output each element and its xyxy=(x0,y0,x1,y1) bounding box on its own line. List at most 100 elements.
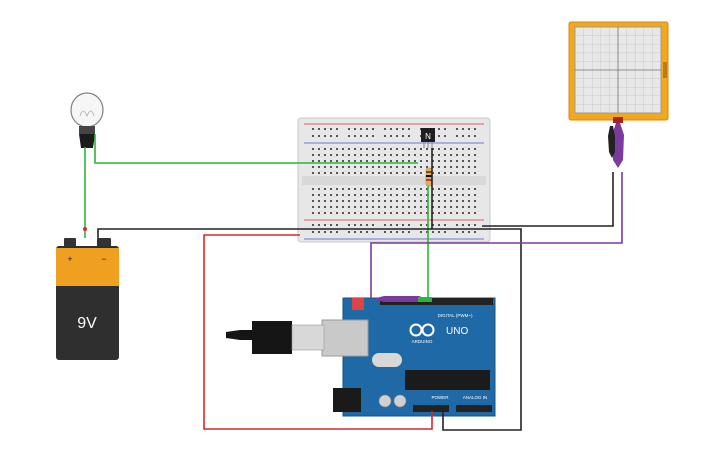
breadboard-hole xyxy=(318,212,320,214)
breadboard-hole xyxy=(336,135,338,137)
breadboard-hole xyxy=(456,172,458,174)
breadboard-hole xyxy=(324,231,326,233)
breadboard-hole xyxy=(312,206,314,208)
breadboard-hole xyxy=(390,160,392,162)
oscilloscope-probe[interactable] xyxy=(608,123,624,168)
breadboard-hole xyxy=(366,135,368,137)
breadboard-hole xyxy=(348,135,350,137)
arduino-uno[interactable]: DIGITAL (PWM~) UNO ARDUINO POWER ANALOG … xyxy=(321,297,496,417)
breadboard-hole xyxy=(420,188,422,190)
breadboard-hole xyxy=(450,200,452,202)
breadboard-hole xyxy=(384,160,386,162)
breadboard-hole xyxy=(330,154,332,156)
breadboard-hole xyxy=(318,148,320,150)
breadboard-hole xyxy=(390,148,392,150)
breadboard-hole xyxy=(336,148,338,150)
battery-minus-sign: − xyxy=(101,254,106,264)
breadboard-hole xyxy=(360,148,362,150)
breadboard-hole xyxy=(360,135,362,137)
usb-cable-plug xyxy=(252,321,292,354)
breadboard[interactable] xyxy=(297,117,491,243)
breadboard-hole xyxy=(408,188,410,190)
oscilloscope[interactable] xyxy=(568,21,669,123)
breadboard-hole xyxy=(366,160,368,162)
breadboard-hole xyxy=(330,135,332,137)
breadboard-hole xyxy=(354,135,356,137)
arduino-analog-label: ANALOG IN xyxy=(463,395,488,400)
breadboard-hole xyxy=(312,128,314,130)
light-bulb[interactable] xyxy=(70,92,104,148)
breadboard-hole xyxy=(408,166,410,168)
breadboard-hole xyxy=(342,160,344,162)
wire-green-bulb-to-breadboard[interactable] xyxy=(94,134,418,164)
breadboard-hole xyxy=(396,194,398,196)
breadboard-hole xyxy=(324,135,326,137)
resistor[interactable] xyxy=(425,167,433,187)
breadboard-hole xyxy=(318,172,320,174)
breadboard-hole xyxy=(438,212,440,214)
wire-red-power[interactable] xyxy=(203,234,433,430)
breadboard-hole xyxy=(372,224,374,226)
breadboard-hole xyxy=(378,148,380,150)
breadboard-hole xyxy=(360,206,362,208)
oscilloscope-side-tab xyxy=(663,62,667,78)
breadboard-hole xyxy=(408,212,410,214)
arduino-probe-clip[interactable] xyxy=(372,296,432,302)
wire-black-scope-ground[interactable] xyxy=(482,172,614,227)
breadboard-hole xyxy=(360,172,362,174)
breadboard-hole xyxy=(450,194,452,196)
breadboard-hole xyxy=(432,160,434,162)
arduino-clip-green xyxy=(418,297,432,302)
wire-black-ground-to-arduino[interactable] xyxy=(442,228,522,431)
breadboard-hole xyxy=(474,128,476,130)
breadboard-hole xyxy=(366,231,368,233)
breadboard-hole xyxy=(450,148,452,150)
breadboard-hole xyxy=(342,148,344,150)
arduino-crystal xyxy=(372,353,402,367)
breadboard-hole xyxy=(354,166,356,168)
breadboard-hole xyxy=(414,166,416,168)
breadboard-hole xyxy=(378,160,380,162)
breadboard-hole xyxy=(318,154,320,156)
breadboard-hole xyxy=(324,154,326,156)
breadboard-hole xyxy=(402,128,404,130)
battery-9v[interactable]: + − 9V xyxy=(56,238,119,360)
breadboard-hole xyxy=(408,224,410,226)
arduino-clip-purple xyxy=(372,296,427,302)
arduino-brand-text: ARDUINO xyxy=(412,339,433,344)
breadboard-hole xyxy=(366,172,368,174)
breadboard-hole xyxy=(336,206,338,208)
breadboard-hole xyxy=(426,206,428,208)
breadboard-hole xyxy=(402,148,404,150)
breadboard-hole xyxy=(462,148,464,150)
breadboard-hole xyxy=(444,231,446,233)
breadboard-hole xyxy=(348,188,350,190)
breadboard-hole xyxy=(318,206,320,208)
breadboard-hole xyxy=(408,135,410,137)
transistor[interactable]: N xyxy=(421,128,435,148)
breadboard-hole xyxy=(330,200,332,202)
wire-black-battery-to-ground[interactable] xyxy=(97,228,476,238)
breadboard-hole xyxy=(384,212,386,214)
breadboard-hole xyxy=(366,188,368,190)
breadboard-hole xyxy=(372,135,374,137)
breadboard-hole xyxy=(324,172,326,174)
breadboard-hole xyxy=(396,188,398,190)
breadboard-hole xyxy=(396,231,398,233)
breadboard-hole xyxy=(408,160,410,162)
breadboard-center-channel xyxy=(302,176,486,185)
breadboard-hole xyxy=(384,166,386,168)
breadboard-hole xyxy=(354,231,356,233)
breadboard-hole xyxy=(330,194,332,196)
usb-cable[interactable] xyxy=(226,321,325,354)
arduino-reset-button[interactable] xyxy=(352,298,364,310)
breadboard-hole xyxy=(468,200,470,202)
breadboard-hole xyxy=(336,188,338,190)
breadboard-hole xyxy=(384,206,386,208)
wire-purple-scope-signal[interactable] xyxy=(370,172,623,300)
breadboard-hole xyxy=(318,194,320,196)
breadboard-hole xyxy=(378,200,380,202)
battery-plus-sign: + xyxy=(67,254,72,264)
breadboard-hole xyxy=(390,212,392,214)
breadboard-hole xyxy=(354,224,356,226)
